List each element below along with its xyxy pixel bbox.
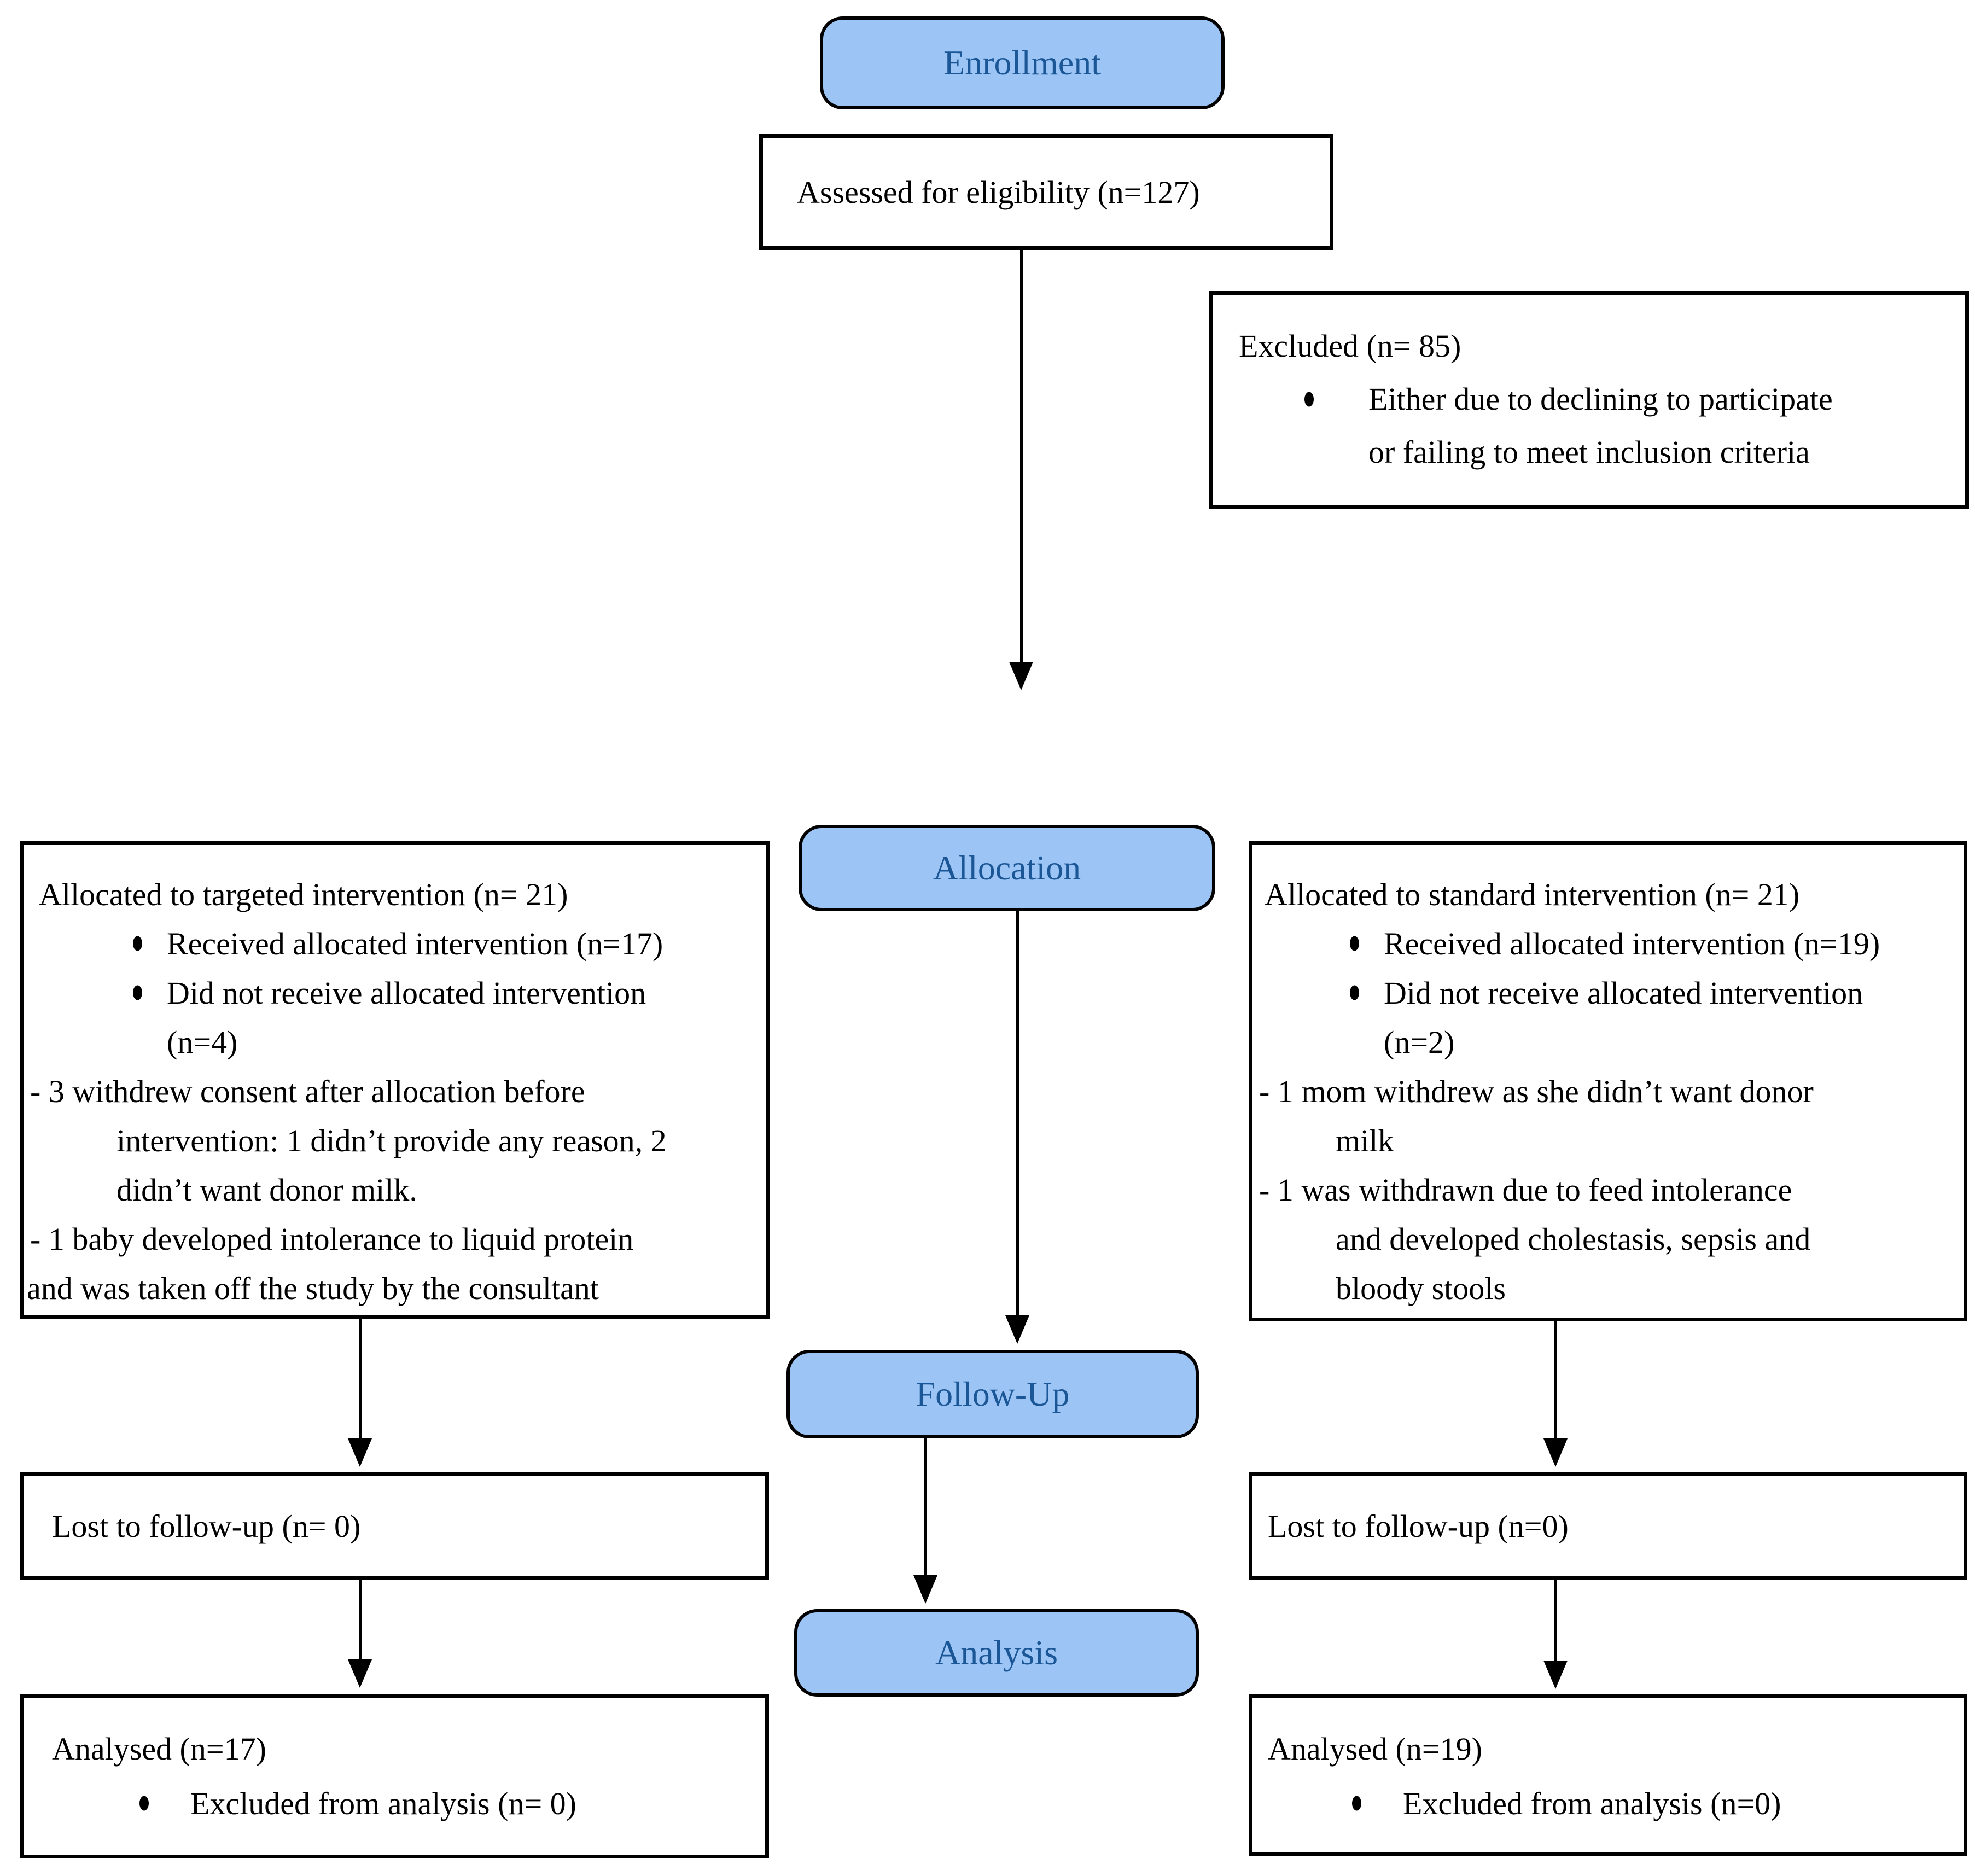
analysed-right-lines: Analysed (n=19) Excluded from analysis (n… <box>1252 1721 1964 1831</box>
text-line: - 3 withdrew consent after allocation be… <box>24 1067 766 1116</box>
stage-analysis: Analysis <box>794 1609 1199 1697</box>
text-line: Received allocated intervention (n=19) <box>1252 919 1964 968</box>
excluded-lines: Excluded (n= 85) Either due to declining … <box>1213 319 1965 479</box>
bullet-icon <box>1304 392 1314 406</box>
stage-followup: Follow-Up <box>786 1350 1199 1438</box>
arrow-left-lost-to-analysed-line <box>359 1580 362 1662</box>
bullet-icon <box>1350 985 1359 1000</box>
bullet-icon <box>139 1796 149 1811</box>
text-line: Allocated to targeted intervention (n= 2… <box>24 870 766 919</box>
arrow-followup-to-analysis-head <box>913 1575 937 1604</box>
text-line: milk <box>1252 1116 1964 1165</box>
text-line-content: Did not receive allocated intervention <box>167 975 646 1011</box>
text-line: Allocated to standard intervention (n= 2… <box>1252 870 1964 919</box>
arrow-followup-to-analysis-line <box>924 1438 927 1578</box>
analysed-left-lines: Analysed (n=17) Excluded from analysis (n… <box>24 1721 765 1831</box>
text-line: (n=2) <box>1252 1017 1964 1067</box>
text-line-content: and developed cholestasis, sepsis and <box>1336 1221 1811 1257</box>
text-line: - 1 baby developed intolerance to liquid… <box>24 1214 766 1263</box>
text-line-content: Did not receive allocated intervention <box>1384 975 1863 1011</box>
assessed-text: Assessed for eligibility (n=127) <box>797 174 1200 210</box>
stage-enrollment: Enrollment <box>820 16 1225 109</box>
text-line: Excluded from analysis (n=0) <box>1252 1776 1964 1831</box>
arrow-right-lost-to-analysed-line <box>1554 1580 1557 1663</box>
allocated-targeted-lines: Allocated to targeted intervention (n= 2… <box>24 870 766 1313</box>
text-line-content: (n=4) <box>167 1024 238 1060</box>
text-line-content: Analysed (n=17) <box>52 1731 266 1767</box>
allocated-targeted-box: Allocated to targeted intervention (n= 2… <box>20 841 770 1319</box>
arrow-assessed-to-allocation-line <box>1020 250 1023 666</box>
arrow-left-alloc-to-lost-head <box>348 1438 372 1467</box>
excluded-box: Excluded (n= 85) Either due to declining … <box>1209 291 1969 509</box>
text-line-content: bloody stools <box>1336 1270 1506 1306</box>
text-line-content: intervention: 1 didn’t provide any reaso… <box>116 1122 667 1158</box>
text-line: (n=4) <box>24 1017 766 1067</box>
bullet-icon <box>1352 1796 1361 1811</box>
text-line-content: Received allocated intervention (n=17) <box>167 925 663 962</box>
arrow-right-alloc-to-lost-head <box>1543 1438 1568 1467</box>
text-line: Analysed (n=17) <box>24 1721 765 1776</box>
text-line-content: and was taken off the study by the consu… <box>27 1270 599 1306</box>
stage-allocation-label: Allocation <box>933 848 1081 887</box>
arrow-allocation-to-followup-head <box>1005 1315 1029 1344</box>
text-line: and was taken off the study by the consu… <box>24 1263 766 1313</box>
text-line-content: - 1 baby developed intolerance to liquid… <box>30 1221 634 1257</box>
lost-followup-right-box: Lost to follow-up (n=0) <box>1249 1472 1967 1580</box>
lost-followup-right-text: Lost to follow-up (n=0) <box>1268 1508 1569 1544</box>
text-line: Did not receive allocated intervention <box>1252 968 1964 1017</box>
stage-analysis-label: Analysis <box>935 1633 1058 1672</box>
text-line-content: didn’t want donor milk. <box>116 1172 417 1208</box>
text-line-content: Allocated to targeted intervention (n= 2… <box>39 876 568 912</box>
assessed-box: Assessed for eligibility (n=127) <box>759 134 1333 250</box>
text-line: and developed cholestasis, sepsis and <box>1252 1214 1964 1263</box>
text-line: or failing to meet inclusion criteria <box>1213 426 1965 479</box>
bullet-icon <box>133 936 142 951</box>
text-line: - 1 was withdrawn due to feed intoleranc… <box>1252 1165 1964 1214</box>
text-line-content: Either due to declining to participate <box>1368 381 1833 417</box>
text-line-content: Excluded (n= 85) <box>1239 328 1461 364</box>
analysed-right-box: Analysed (n=19) Excluded from analysis (n… <box>1249 1694 1967 1856</box>
text-line: Either due to declining to participate <box>1213 372 1965 426</box>
text-line: Excluded from analysis (n= 0) <box>24 1776 765 1831</box>
arrow-allocation-to-followup-line <box>1016 911 1019 1319</box>
text-line: Excluded (n= 85) <box>1213 319 1965 372</box>
text-line-content: or failing to meet inclusion criteria <box>1368 434 1810 470</box>
allocated-standard-box: Allocated to standard intervention (n= 2… <box>1249 841 1967 1321</box>
bullet-icon <box>133 985 142 1000</box>
text-line-content: Analysed (n=19) <box>1268 1731 1482 1767</box>
stage-enrollment-label: Enrollment <box>943 43 1101 82</box>
text-line-content: Excluded from analysis (n= 0) <box>190 1785 576 1821</box>
lost-followup-left-box: Lost to follow-up (n= 0) <box>20 1472 769 1580</box>
text-line-content: Received allocated intervention (n=19) <box>1384 925 1880 962</box>
text-line: Analysed (n=19) <box>1252 1721 1964 1776</box>
lost-followup-left-text: Lost to follow-up (n= 0) <box>52 1508 361 1544</box>
bullet-icon <box>1350 936 1359 951</box>
arrow-left-alloc-to-lost-line <box>359 1319 362 1441</box>
text-line: Received allocated intervention (n=17) <box>24 919 766 968</box>
text-line: intervention: 1 didn’t provide any reaso… <box>24 1116 766 1165</box>
text-line-content: - 3 withdrew consent after allocation be… <box>30 1073 585 1109</box>
text-line: Did not receive allocated intervention <box>24 968 766 1017</box>
stage-followup-label: Follow-Up <box>916 1374 1070 1413</box>
arrow-right-lost-to-analysed-head <box>1543 1661 1568 1689</box>
allocated-standard-lines: Allocated to standard intervention (n= 2… <box>1252 870 1964 1313</box>
text-line-content: Excluded from analysis (n=0) <box>1403 1785 1781 1821</box>
stage-allocation: Allocation <box>799 825 1215 911</box>
arrow-right-alloc-to-lost-line <box>1554 1321 1557 1441</box>
arrow-assessed-to-allocation-head <box>1009 662 1033 690</box>
arrow-left-lost-to-analysed-head <box>348 1659 372 1688</box>
text-line-content: - 1 mom withdrew as she didn’t want dono… <box>1259 1073 1814 1109</box>
text-line: - 1 mom withdrew as she didn’t want dono… <box>1252 1067 1964 1116</box>
text-line-content: milk <box>1336 1122 1394 1158</box>
text-line: bloody stools <box>1252 1263 1964 1313</box>
text-line: didn’t want donor milk. <box>24 1165 766 1214</box>
text-line-content: (n=2) <box>1384 1024 1455 1060</box>
analysed-left-box: Analysed (n=17) Excluded from analysis (n… <box>20 1694 769 1858</box>
text-line-content: - 1 was withdrawn due to feed intoleranc… <box>1259 1172 1792 1208</box>
text-line-content: Allocated to standard intervention (n= 2… <box>1265 876 1800 912</box>
